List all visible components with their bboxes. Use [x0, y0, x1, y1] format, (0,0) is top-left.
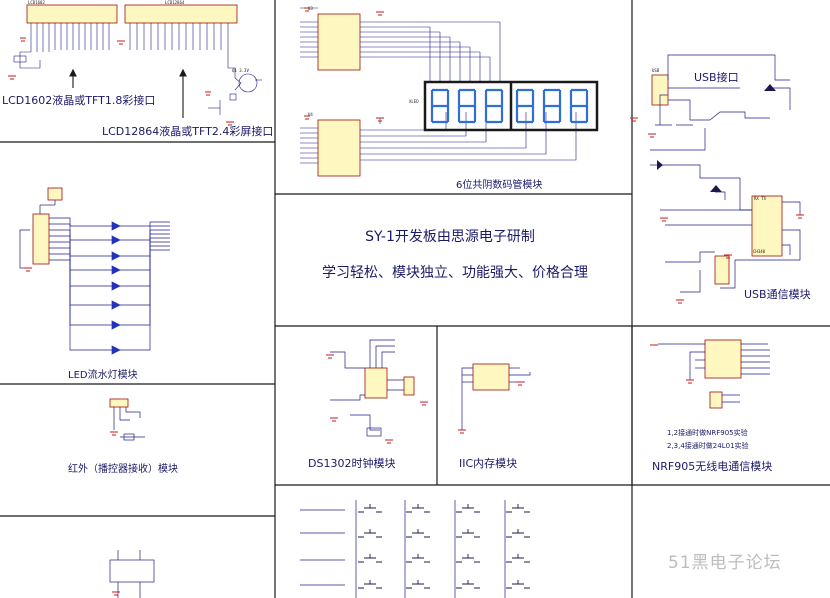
key-switch-r1-c1	[358, 504, 382, 513]
iic-memory-module	[458, 363, 531, 434]
led-1	[111, 221, 121, 231]
ds1302-chip	[364, 367, 388, 399]
svg-text:XLED: XLED	[409, 99, 419, 104]
lcd12864-caption: LCD12864液晶或TFT2.4彩屏接口	[102, 125, 274, 138]
digit-6	[569, 88, 589, 124]
ir-receiver-module	[109, 398, 145, 441]
led-4	[111, 265, 121, 275]
digit-1	[430, 88, 450, 124]
latch-chip-1	[317, 13, 361, 71]
nrf905-module	[650, 339, 770, 409]
svg-text:U4: U4	[308, 112, 313, 117]
lcd12864-header	[124, 4, 238, 24]
key-switch-r1-c3	[456, 504, 480, 513]
key-switch-r3-c4	[506, 554, 530, 563]
svg-text:Q1 3.3V: Q1 3.3V	[232, 68, 249, 73]
resistor-pack	[32, 213, 50, 265]
key-switch-r2-c3	[456, 529, 480, 538]
eeprom-chip	[472, 363, 510, 391]
seg7-caption: 6位共阴数码管模块	[456, 180, 543, 191]
svg-text:RX TX: RX TX	[754, 196, 767, 201]
svg-text:LCD12864: LCD12864	[165, 0, 185, 5]
usb-port-caption: USB接口	[694, 71, 739, 84]
key-switch-r1-c2	[406, 504, 430, 513]
watermark: 51黑电子论坛	[668, 553, 782, 573]
ir-caption: 红外（播控器接收）模块	[68, 464, 178, 475]
seven-segment-module: U3 U4 XLED	[300, 6, 599, 177]
led-jumper	[47, 187, 63, 201]
led-2	[111, 235, 121, 245]
led-5	[111, 281, 121, 291]
digit-4	[515, 88, 535, 124]
key-switch-r2-c1	[358, 529, 382, 538]
nrf905-caption: NRF905无线电通信模块	[652, 460, 773, 473]
svg-text:U3: U3	[308, 6, 313, 11]
led-3	[111, 251, 121, 261]
led-7	[111, 320, 121, 330]
key-switch-r3-c2	[406, 554, 430, 563]
key-switch-r4-c2	[406, 580, 430, 589]
led-flow-caption: LED流水灯模块	[68, 370, 138, 381]
svg-text:CH340: CH340	[753, 249, 766, 254]
key-switch-r4-c3	[456, 580, 480, 589]
led-8	[111, 345, 121, 355]
usb-jumper	[714, 255, 730, 285]
seven-seg-digits	[430, 88, 589, 124]
led-6	[111, 300, 121, 310]
page-tagline: 学习轻松、模块独立、功能强大、价格合理	[322, 265, 588, 281]
page-title: SY-1开发板由思源电子研制	[365, 229, 535, 245]
ds1302-caption: DS1302时钟模块	[308, 457, 396, 470]
key-switch-r2-c4	[506, 529, 530, 538]
lcd-interface-module: LCD1602 LCD12864 Q1 3.3V	[8, 0, 262, 126]
key-matrix-module	[300, 500, 530, 598]
key-switch-r4-c1	[358, 580, 382, 589]
iic-caption: IIC内存模块	[459, 457, 518, 470]
key-switch-r1-c4	[506, 504, 530, 513]
nrf-note-2: 2,3,4接通时做24L01实验	[667, 442, 749, 450]
bottom-left-fragment	[109, 550, 155, 598]
digit-2	[457, 88, 477, 124]
lcd1602-caption: LCD1602液晶或TFT1.8彩接口	[2, 94, 156, 107]
key-switch-r3-c3	[456, 554, 480, 563]
ds1302-clock-module	[326, 339, 428, 444]
nrf-jumper	[709, 391, 723, 409]
lcd1602-header	[26, 4, 118, 24]
usb-comm-caption: USB通信模块	[744, 288, 811, 301]
key-switch-r3-c1	[358, 554, 382, 563]
usb-comm-module: USB RX TX CH340	[630, 54, 804, 304]
svg-text:LCD1602: LCD1602	[28, 0, 45, 5]
key-switch-r4-c4	[506, 580, 530, 589]
svg-text:USB: USB	[652, 68, 660, 73]
digit-5	[542, 88, 562, 124]
battery-connector	[403, 376, 415, 396]
ch340-chip	[751, 195, 783, 257]
latch-chip-2	[317, 119, 361, 177]
led-flow-module	[19, 187, 170, 355]
ir-receiver	[109, 398, 129, 408]
key-switch-r2-c2	[406, 529, 430, 538]
digit-3	[484, 88, 504, 124]
nrf-note-1: 1,2接通时做NRF905实验	[667, 429, 748, 437]
nrf-header	[704, 339, 742, 379]
